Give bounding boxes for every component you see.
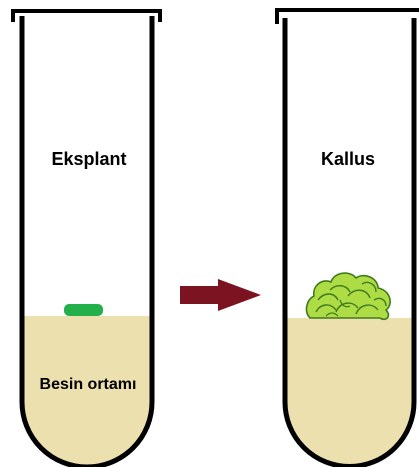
callus-label: Kallus — [321, 149, 375, 169]
left-test-tube: Eksplant Besin ortamı — [13, 11, 160, 467]
explant-label: Eksplant — [51, 149, 126, 169]
right-tube-lip — [277, 10, 419, 24]
explant-piece — [64, 304, 103, 316]
arrow-icon — [180, 279, 261, 311]
medium-label: Besin ortamı — [40, 376, 137, 393]
right-medium — [285, 318, 414, 467]
right-test-tube: Kallus — [277, 10, 419, 467]
left-tube-lip — [13, 11, 160, 22]
callus-mass — [307, 273, 391, 319]
